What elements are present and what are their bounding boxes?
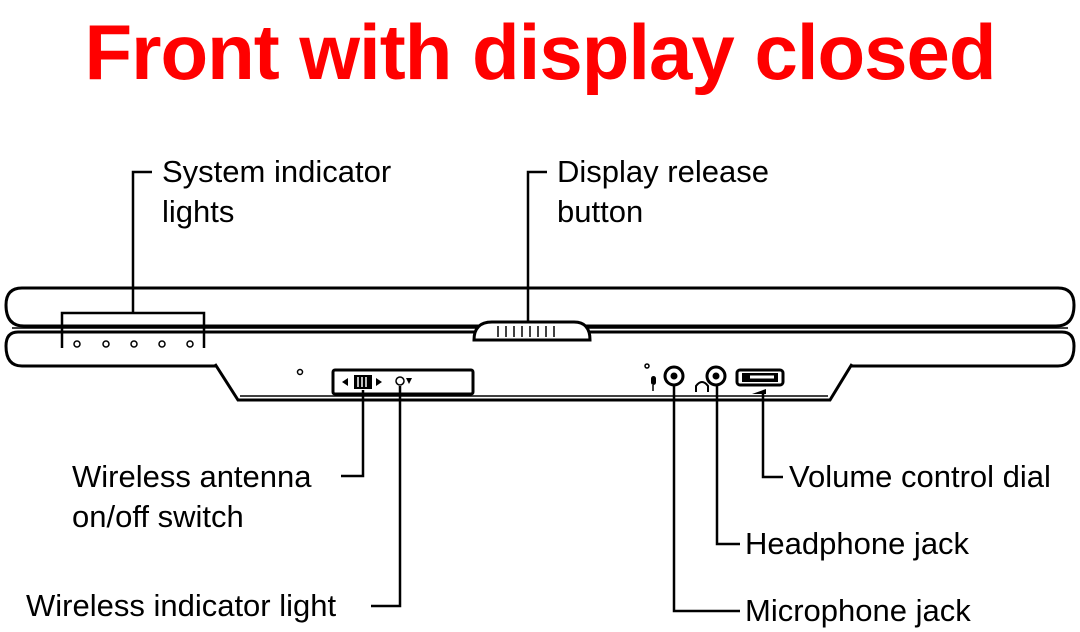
display-release-button[interactable]	[472, 320, 592, 342]
label-wireless-indicator-light: Wireless indicator light	[26, 588, 337, 623]
label-line: lights	[162, 194, 235, 229]
label-volume-control-dial: Volume control dial	[789, 459, 1051, 494]
leader-lines	[60, 170, 783, 613]
wireless-switch-icon[interactable]	[342, 375, 382, 389]
label-microphone-jack: Microphone jack	[745, 593, 971, 628]
indicator-light	[73, 340, 81, 348]
label-system-indicator-lights: System indicator lights	[162, 152, 391, 232]
label-line: System indicator	[162, 154, 392, 189]
laptop-base	[4, 330, 1076, 402]
label-display-release-button: Display release button	[557, 152, 769, 232]
microphone-jack[interactable]	[644, 363, 685, 391]
wireless-indicator-icon	[395, 376, 412, 386]
headphone-jack[interactable]	[695, 365, 727, 392]
indicator-light	[102, 340, 110, 348]
label-line: Wireless antenna	[72, 459, 312, 494]
page-title: Front with display closed	[84, 8, 996, 96]
headphone-icon	[695, 381, 709, 392]
label-headphone-jack: Headphone jack	[745, 526, 970, 561]
label-line: on/off switch	[72, 499, 244, 534]
label-line: Display release	[557, 154, 769, 189]
label-line: button	[557, 194, 644, 229]
system-indicator-lights	[73, 340, 304, 376]
label-wireless-antenna-switch: Wireless antenna on/off switch	[72, 457, 312, 537]
indicator-light	[644, 363, 650, 369]
indicator-light	[296, 368, 304, 376]
indicator-light	[186, 340, 194, 348]
wireless-panel	[331, 368, 475, 396]
indicator-light	[130, 340, 138, 348]
indicator-light	[158, 340, 166, 348]
microphone-icon	[651, 376, 656, 391]
